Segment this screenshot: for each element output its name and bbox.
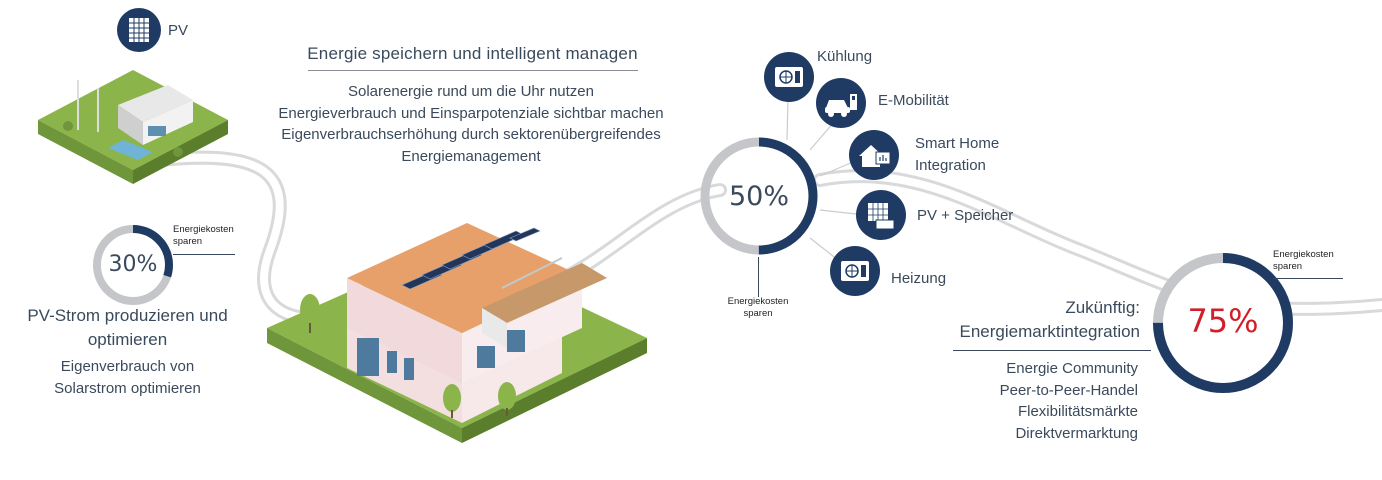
center-cost-divider (758, 257, 759, 297)
left-title-line1: PV-Strom produzieren und (27, 306, 228, 325)
house-illustration-main (267, 223, 647, 443)
pv-label: PV (168, 22, 189, 39)
middle-line: Energieverbrauch und Einsparpotenziale s… (278, 104, 664, 122)
pv-battery-icon (856, 190, 906, 240)
left-desc-line2: Solarstrom optimieren (54, 379, 201, 397)
progress-ring-75 (1153, 253, 1293, 393)
smart-home-icon (849, 130, 899, 180)
right-item: Direktvermarktung (1015, 424, 1138, 442)
right-items: Energie Community Peer-to-Peer-Handel Fl… (940, 358, 1138, 444)
right-item: Peer-to-Peer-Handel (999, 381, 1138, 399)
right-title-line2: Energiemarktintegration (959, 322, 1140, 341)
left-desc: Eigenverbrauch von Solarstrom optimieren (15, 356, 240, 399)
pv-panel-icon (117, 8, 161, 52)
center-cost-label: Energiekosten sparen (727, 296, 789, 319)
progress-ring-50 (700, 137, 818, 255)
service-label-pv-speicher: PV + Speicher (917, 207, 1014, 224)
ac-unit-icon (764, 52, 814, 102)
left-desc-line1: Eigenverbrauch von (60, 358, 195, 375)
right-cost-divider (1273, 278, 1343, 279)
middle-line: Energiemanagement (401, 147, 541, 165)
service-label-heizung: Heizung (891, 270, 947, 287)
house-illustration-small (38, 70, 228, 184)
service-label-kuehlung: Kühlung (817, 48, 873, 65)
middle-title-underline (308, 70, 638, 71)
pct-50: 50% (728, 181, 789, 212)
middle-line: Solarenergie rund um die Uhr nutzen (348, 83, 594, 100)
pct-30: 30% (108, 252, 158, 277)
right-title: Zukünftig: Energiemarktintegration (940, 296, 1140, 344)
pct-75: 75% (1187, 302, 1259, 340)
middle-line: Eigenverbrauchserhöhung durch sektorenüb… (281, 126, 661, 143)
right-item: Flexibilitätsmärkte (1017, 403, 1138, 420)
middle-lines: Solarenergie rund um die Uhr nutzen Ener… (250, 81, 692, 167)
progress-ring-30 (93, 225, 173, 305)
right-title-divider (953, 350, 1151, 351)
right-cost-label: Energiekosten sparen (1273, 249, 1334, 272)
right-item: Energie Community (1006, 360, 1138, 377)
service-label-smart-home: Smart Home Integration (915, 135, 1000, 174)
service-label-emobilitaet: E-Mobilität (878, 92, 949, 109)
left-cost-divider (173, 254, 235, 255)
middle-title: Energie speichern und intelligent manage… (307, 44, 638, 63)
electric-car-icon (816, 78, 866, 128)
left-title: PV-Strom produzieren und optimieren (15, 304, 240, 352)
left-title-line2: optimieren (87, 330, 168, 349)
right-title-line1: Zukünftig: (1065, 298, 1140, 317)
left-cost-label: Energiekosten sparen (173, 224, 234, 247)
heat-pump-icon (830, 246, 880, 296)
